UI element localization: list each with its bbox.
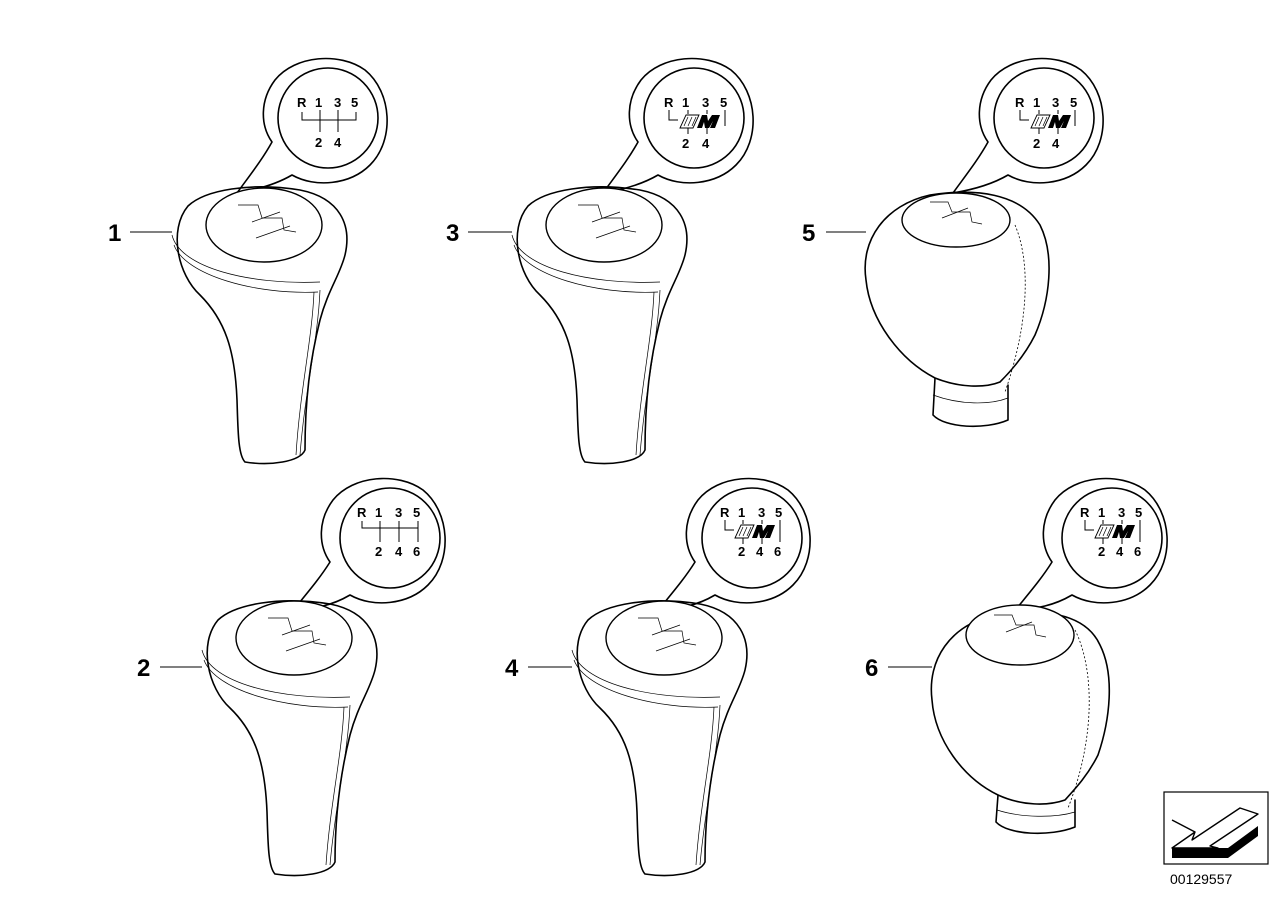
gear-label: 3 xyxy=(702,95,709,110)
gear-label: R xyxy=(357,505,367,520)
gear-label: 5 xyxy=(720,95,727,110)
gear-knob-6[interactable] xyxy=(888,477,1168,835)
gear-knob-4[interactable] xyxy=(528,477,811,877)
gear-label: 4 xyxy=(395,544,403,559)
gear-label: 5 xyxy=(775,505,782,520)
gear-label: 6 xyxy=(1134,544,1141,559)
gear-label: 2 xyxy=(682,136,689,151)
gear-label: 3 xyxy=(758,505,765,520)
gear-label: 6 xyxy=(413,544,420,559)
part-number-3: 3 xyxy=(446,220,459,247)
gear-label: 1 xyxy=(1033,95,1040,110)
gear-knob-1[interactable] xyxy=(130,57,388,465)
gear-label: 3 xyxy=(1052,95,1059,110)
gear-label: 5 xyxy=(351,95,358,110)
part-number-4: 4 xyxy=(505,655,519,682)
gear-knob-3[interactable] xyxy=(468,57,754,465)
gear-label: R xyxy=(720,505,730,520)
gear-label: 4 xyxy=(702,136,710,151)
gear-knob-2[interactable] xyxy=(160,477,446,877)
gear-label: 1 xyxy=(1098,505,1105,520)
shift-pattern-2: R 1 3 5 2 4 6 xyxy=(357,505,420,559)
gear-label: 3 xyxy=(395,505,402,520)
gear-label: 2 xyxy=(1033,136,1040,151)
gear-label: 2 xyxy=(315,135,322,150)
shift-pattern-4: R 1 3 5 2 4 6 xyxy=(720,505,782,559)
gear-label: 1 xyxy=(315,95,322,110)
gear-label: 3 xyxy=(1118,505,1125,520)
gear-label: 4 xyxy=(1116,544,1124,559)
m-logo-icon xyxy=(734,524,775,539)
gear-label: 4 xyxy=(334,135,342,150)
part-number-5: 5 xyxy=(802,220,815,247)
part-number-6: 6 xyxy=(865,655,878,682)
gear-label: 5 xyxy=(1135,505,1142,520)
gear-label: 4 xyxy=(1052,136,1060,151)
gear-label: 1 xyxy=(682,95,689,110)
gear-label: R xyxy=(664,95,674,110)
gear-label: R xyxy=(297,95,307,110)
gear-label: 1 xyxy=(375,505,382,520)
document-number: 00129557 xyxy=(1170,871,1233,887)
m-logo-icon xyxy=(1094,524,1135,539)
part-number-1: 1 xyxy=(108,220,121,247)
gear-label: 5 xyxy=(1070,95,1077,110)
part-number-2: 2 xyxy=(137,655,150,682)
shift-pattern-3: R 1 3 5 2 4 xyxy=(664,95,727,151)
gear-label: 2 xyxy=(1098,544,1105,559)
arrow-down-left-icon[interactable] xyxy=(1163,791,1269,865)
shift-pattern-5: R 1 3 5 2 4 xyxy=(1015,95,1077,151)
gear-label: 6 xyxy=(774,544,781,559)
shift-pattern-6: R 1 3 5 2 4 6 xyxy=(1080,505,1142,559)
gear-knob-5[interactable] xyxy=(826,57,1104,428)
m-logo-icon xyxy=(679,114,720,129)
gear-label: R xyxy=(1080,505,1090,520)
gear-label: 5 xyxy=(413,505,420,520)
m-logo-icon xyxy=(1030,114,1071,129)
gear-label: 2 xyxy=(738,544,745,559)
gear-label: 3 xyxy=(334,95,341,110)
gear-label: 4 xyxy=(756,544,764,559)
gear-label: 2 xyxy=(375,544,382,559)
gear-label: 1 xyxy=(738,505,745,520)
shift-pattern-1: R 1 3 5 2 4 xyxy=(297,95,358,150)
gear-label: R xyxy=(1015,95,1025,110)
